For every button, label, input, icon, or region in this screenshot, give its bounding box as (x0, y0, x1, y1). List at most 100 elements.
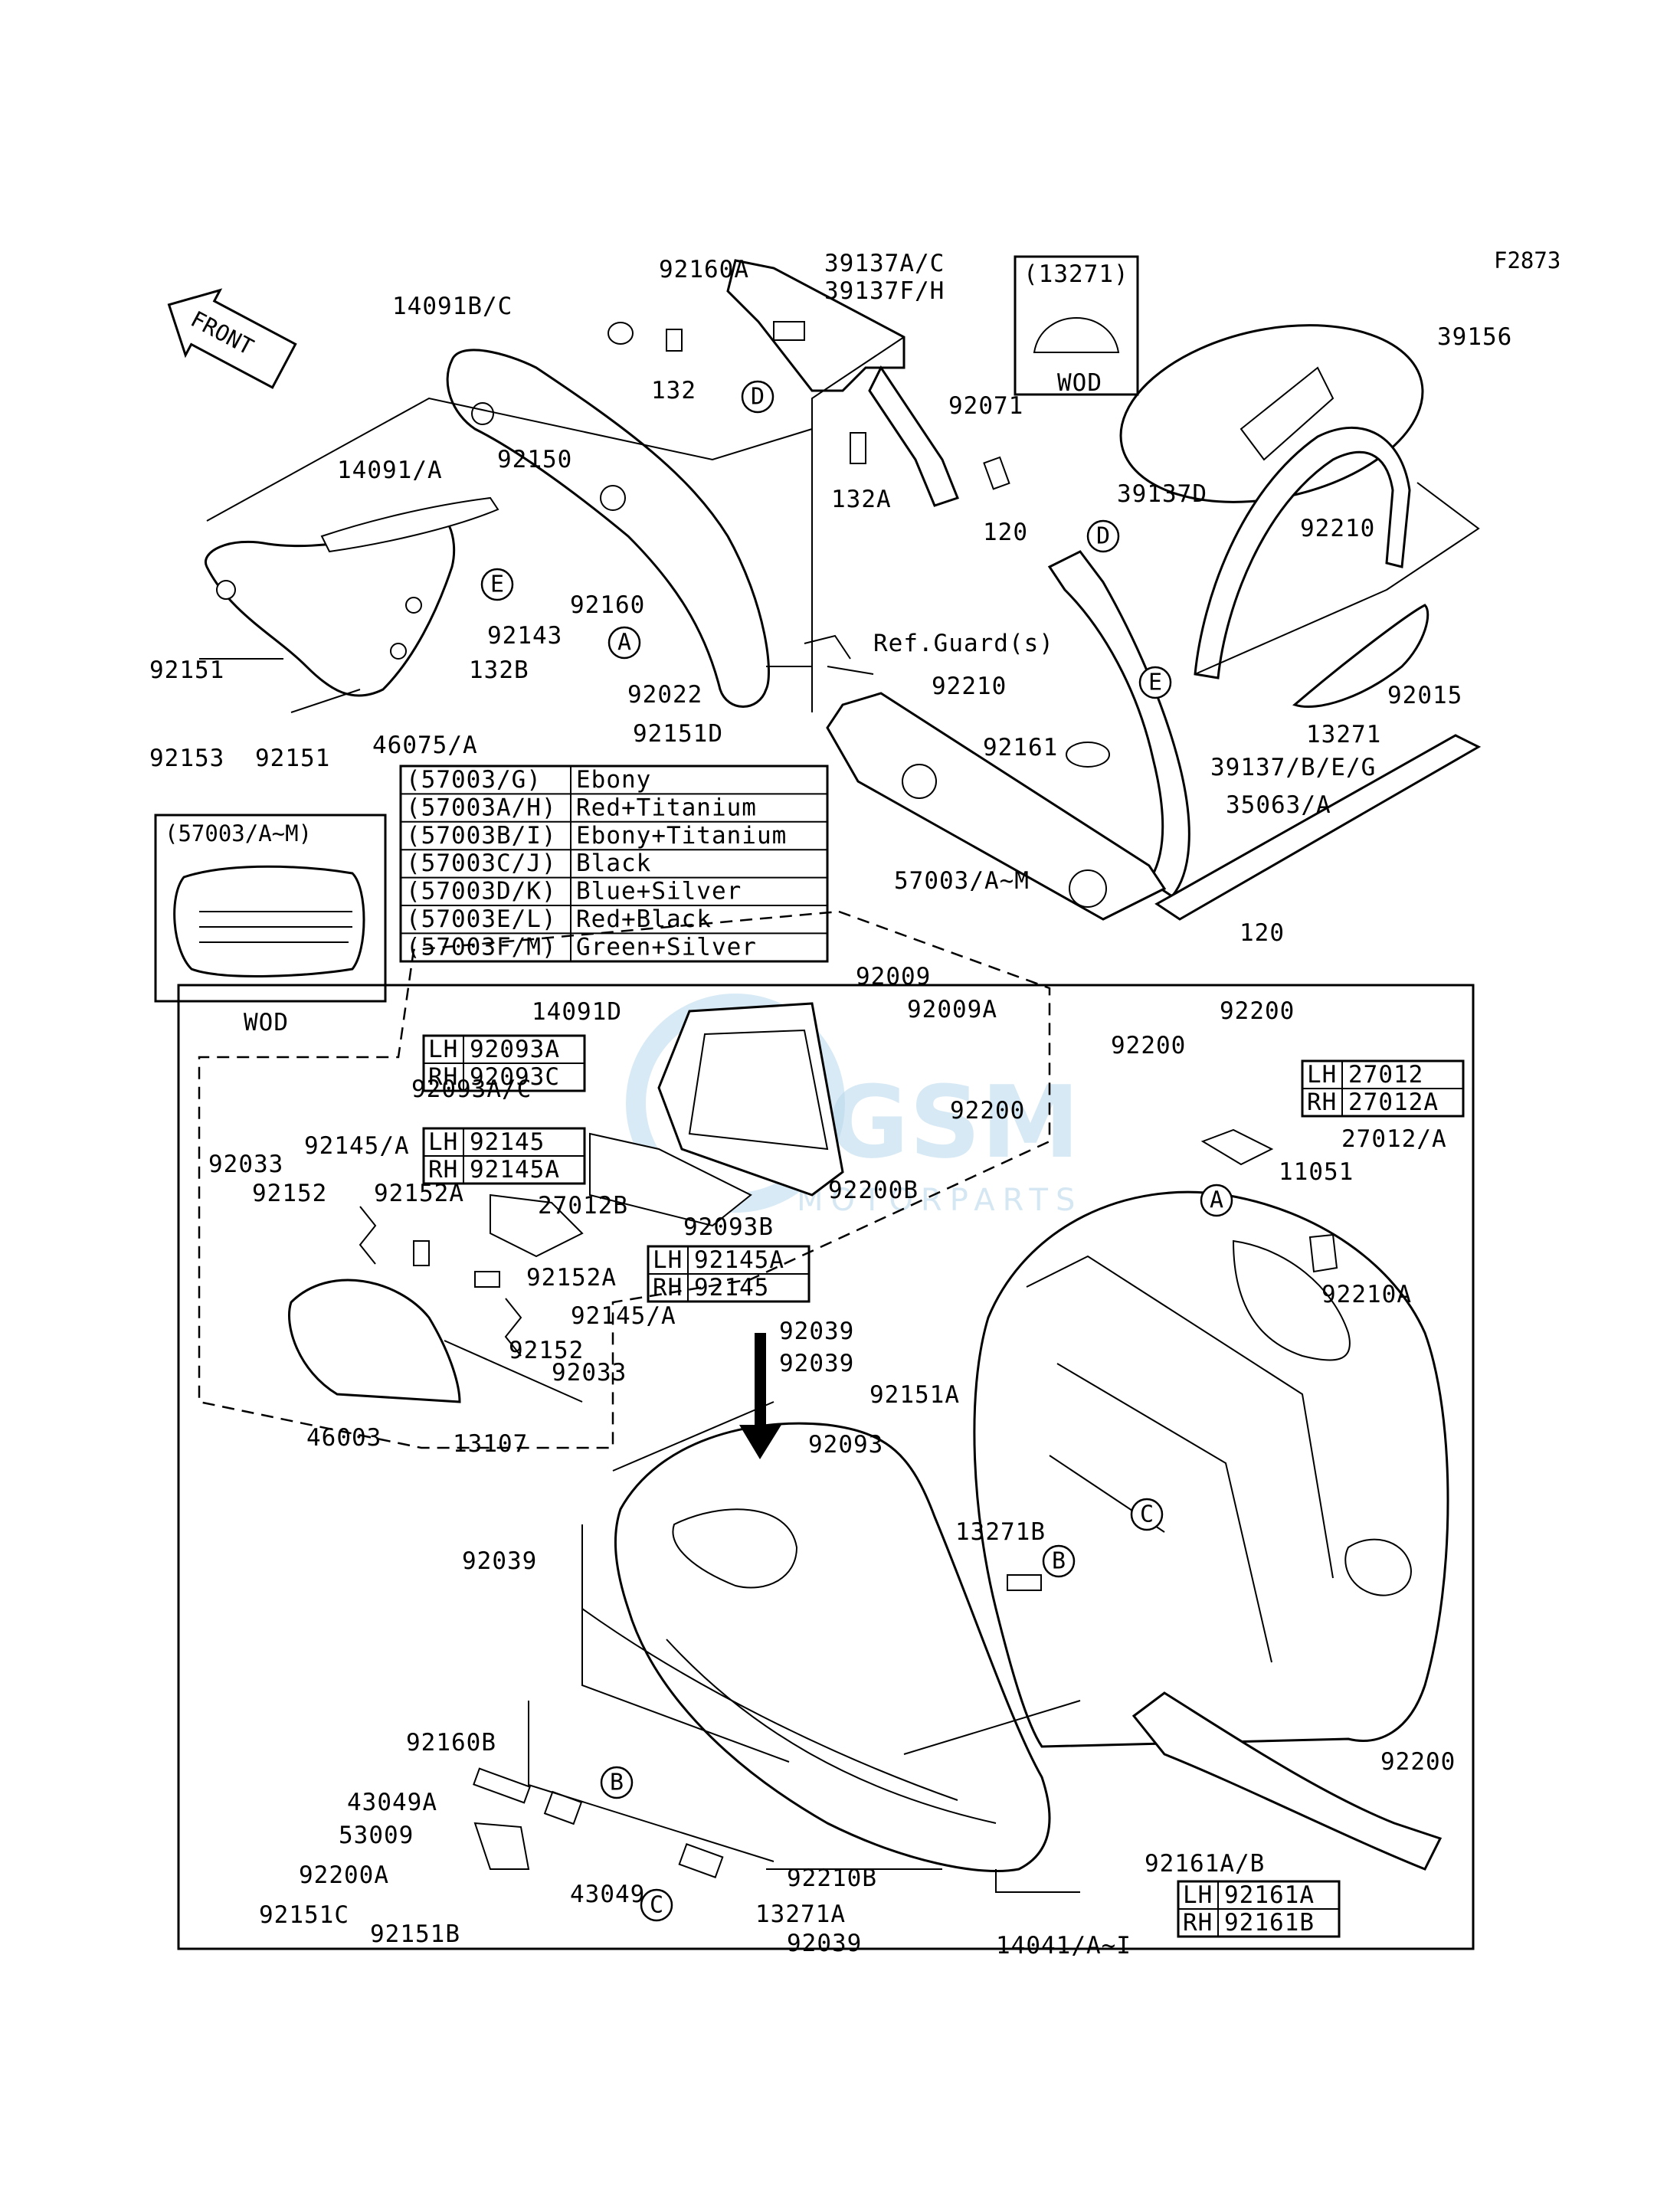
part-number-label: 14091D (532, 998, 622, 1026)
part-number-label: 43049A (347, 1789, 437, 1816)
part-number-label: 13271B (955, 1518, 1046, 1546)
color-name: Green+Silver (576, 933, 757, 961)
side-code: RH (653, 1274, 683, 1302)
plate-13271a (678, 1843, 724, 1878)
callout-D: D (1086, 519, 1120, 553)
wod-box-57003: (57003/A~M) WOD (154, 814, 387, 1036)
color-name: Ebony+Titanium (576, 822, 787, 850)
side-part-number: 92145 (694, 1274, 769, 1302)
leader-line (1194, 482, 1480, 675)
part-number-label: 92015 (1387, 682, 1462, 709)
part-number-label: 92210A (1321, 1281, 1412, 1308)
color-table-frame (399, 765, 829, 963)
saddlebag-group-frame (177, 984, 1475, 1950)
side-part-number: 92161A (1224, 1881, 1315, 1909)
guard-hole (390, 643, 407, 660)
part-number-label: 92152 (509, 1337, 584, 1364)
side-part-number: 92145 (470, 1128, 545, 1156)
leader-line (199, 658, 361, 713)
guard-hole (216, 580, 236, 600)
svg-text:E: E (490, 571, 504, 598)
part-number-label: 92151 (149, 656, 224, 684)
part-number-label: 92160 (570, 591, 645, 619)
svg-text:A: A (617, 630, 631, 656)
part-number-label: 27012B (538, 1192, 628, 1220)
saddlebag-body-14041 (973, 1190, 1449, 1748)
lid-inner (688, 1029, 829, 1151)
part-number-label: 92145/A (304, 1132, 410, 1160)
color-code: (57003B/I) (406, 822, 557, 850)
body-recess-A (1232, 1239, 1351, 1361)
part-number-label: 92039 (787, 1930, 862, 1957)
backrest-assembly (199, 255, 1482, 921)
part-number-label: 92210B (787, 1865, 877, 1892)
part-number-label: 92200 (1220, 997, 1295, 1025)
part-number-label: 92161 (983, 734, 1058, 761)
part-number-label: 92145/A (571, 1302, 676, 1330)
part-number-label: 92033 (552, 1359, 627, 1387)
side-part-number: 92093A (470, 1036, 560, 1063)
part-number-label: 92152A (526, 1264, 617, 1292)
side-code: RH (428, 1063, 458, 1091)
side-code: RH (428, 1156, 458, 1184)
part-number-label: 132 (651, 377, 696, 404)
fender-guard-14091bc (446, 349, 770, 708)
svg-text:B: B (1052, 1548, 1066, 1575)
part-number-label: 92151D (633, 720, 723, 748)
rail-35063a (1154, 734, 1482, 921)
part-number-label: 92153 (149, 745, 224, 772)
part-number-label: 92160B (406, 1729, 496, 1757)
lid-contour (666, 1639, 997, 1824)
grommet-92160a (607, 322, 634, 345)
seal-92093ac (589, 1132, 752, 1227)
part-number-label: 92039 (779, 1318, 854, 1345)
part-number-label: 92151C (259, 1901, 349, 1929)
part-number-label: 11051 (1279, 1158, 1354, 1186)
lid-46003 (288, 1279, 461, 1403)
part-number-label: 120 (1240, 919, 1285, 947)
bracket-53009 (473, 1822, 530, 1870)
callout-A: A (607, 626, 641, 660)
callout-C: C (1130, 1498, 1164, 1531)
lid-detail-region (198, 910, 1051, 1449)
part-number-label: 92200 (1380, 1748, 1456, 1776)
bolt-132 (666, 329, 683, 352)
bracket-slot (773, 321, 805, 341)
color-code: (57003/G) (406, 766, 542, 794)
color-code: (57003F/M) (406, 933, 557, 961)
part-number-label: 92022 (627, 681, 702, 709)
shaft-13107 (444, 1340, 583, 1403)
part-number-label: 14091/A (337, 457, 443, 484)
wod-13271-plate (1033, 317, 1120, 353)
side-part-number: 92145A (470, 1156, 560, 1184)
part-number-label: 92210 (932, 673, 1007, 700)
part-number-label: 132B (469, 656, 529, 684)
part-number-label: 92093B (683, 1213, 774, 1241)
callout-A: A (1200, 1184, 1233, 1217)
part-number-label: 39137F/H (824, 277, 945, 305)
side-part-number: 27012 (1348, 1061, 1423, 1089)
body-recess-lower (1344, 1538, 1412, 1596)
part-number-label: 92151B (370, 1920, 460, 1948)
part-number-label: 120 (983, 519, 1028, 546)
watermark-brand: GSM (827, 1064, 1080, 1180)
part-number-label: 92093 (808, 1431, 883, 1459)
grommet-92161 (1066, 742, 1110, 768)
svg-text:A: A (1210, 1187, 1223, 1214)
color-code: (57003A/H) (406, 794, 557, 821)
svg-text:D: D (751, 384, 765, 411)
part-number-label: 92009A (907, 996, 997, 1023)
collar-92071 (983, 456, 1010, 490)
guard-hole (405, 597, 422, 614)
plate-11051 (1308, 1233, 1338, 1273)
plate-hole (1069, 869, 1107, 908)
assembly-arrow-icon (739, 1333, 781, 1459)
plate-hole (902, 764, 937, 799)
leader-line (206, 397, 813, 522)
svg-text:E: E (1148, 670, 1162, 696)
